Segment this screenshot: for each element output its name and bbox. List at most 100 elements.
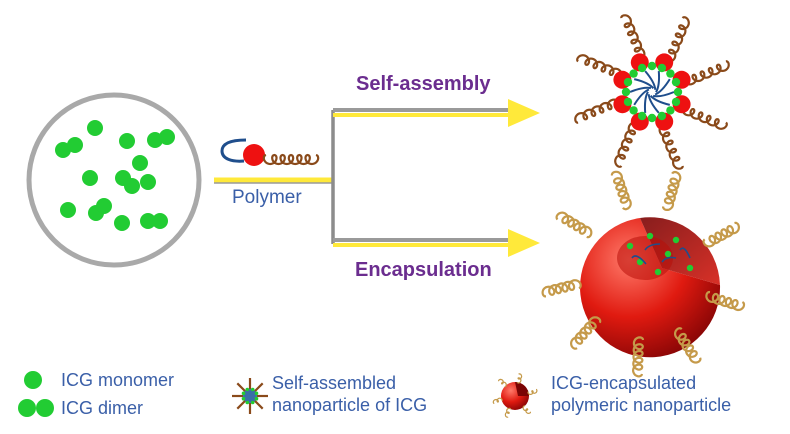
legend-self-core [243, 389, 257, 403]
np-icg [666, 106, 675, 115]
icg-solution-circle [26, 92, 202, 268]
np-icg [621, 87, 631, 97]
encap-coil [569, 316, 602, 350]
legend-encap-coil [497, 378, 507, 388]
encap-icg-dot [664, 250, 672, 258]
icg-monomer [119, 133, 135, 149]
legend-self-assembled-line1: Self-assembled [272, 373, 397, 393]
legend-encap-coil [516, 373, 523, 384]
sphere-cutaway [640, 217, 720, 285]
np-icg [673, 87, 683, 97]
legend-encap-coil [492, 397, 503, 404]
legend-encapsulated-icon [492, 373, 538, 418]
legend-monomer-icon [24, 371, 42, 389]
encap-coil [555, 211, 593, 239]
np-coil [681, 104, 728, 130]
np-icg [637, 63, 647, 73]
polymer-coil [262, 153, 320, 166]
np-icg [671, 77, 681, 87]
encap-strand [644, 243, 661, 251]
encap-icg-dot [626, 242, 634, 250]
encapsulated-icg [626, 232, 694, 276]
legend-self-icg [241, 391, 246, 396]
legend-encapsulated-label: ICG-encapsulated polymeric nanoparticle [551, 372, 731, 416]
np-icg [637, 111, 647, 121]
icg-dimer [147, 129, 175, 148]
icg-monomer [114, 215, 130, 231]
np-icg [647, 113, 657, 123]
legend-self-assembled-line2: nanoparticle of ICG [272, 395, 428, 415]
encap-icg-dot [646, 232, 654, 240]
np-icg [671, 97, 681, 107]
encapsulation-label: Encapsulation [355, 259, 492, 281]
encap-coil [541, 279, 582, 298]
legend-self-assembled-label: Self-assembled nanoparticle of ICG [272, 372, 427, 416]
legend-monomer-label: ICG monomer [61, 370, 175, 390]
np-icg [629, 69, 638, 78]
arrow-bottom [508, 229, 540, 257]
np-hydrophobic-strand [633, 88, 650, 106]
np-hydrophobic-strand [652, 91, 675, 98]
icg-molecules [55, 120, 175, 231]
legend-self-icg [250, 387, 255, 392]
np-icg [657, 111, 667, 121]
np-icg [647, 61, 657, 71]
np-hydrophobic-strand [655, 71, 661, 93]
np-hydrophobic-strand [633, 78, 655, 89]
encap-strand [679, 247, 691, 259]
icg-dimer [88, 198, 112, 221]
np-hydrophobic-strand [647, 94, 660, 114]
icg-monomer [60, 202, 76, 218]
np-coil [683, 60, 730, 86]
icg-dimer [140, 213, 168, 229]
legend-self-icg [250, 400, 255, 405]
encap-coil [610, 170, 632, 211]
legend-dimer-label: ICG dimer [61, 398, 144, 418]
np-coil [658, 123, 684, 170]
encap-coil [631, 336, 645, 378]
icg-dimer [115, 170, 140, 194]
legend-self-spoke [254, 382, 264, 392]
self-assembly-label: Self-assembly [356, 73, 491, 95]
legend-encapsulated-line2: polymeric nanoparticle [551, 395, 732, 415]
encap-icg-dot [672, 236, 680, 244]
encap-icg-dot [654, 268, 662, 276]
np-icg [623, 97, 633, 107]
np-hydrophobic-strand [654, 78, 671, 96]
np-icg [629, 106, 638, 115]
np-hydrophobic-strand [643, 91, 649, 113]
icg-monomer [132, 155, 148, 171]
icg-dimer [55, 137, 83, 158]
legend-self-icg [254, 396, 259, 401]
legend-self-icg [241, 396, 246, 401]
legend-encap-coil [504, 407, 512, 418]
np-coil [614, 121, 640, 168]
self-assembled-nanoparticle [574, 14, 730, 170]
encap-strand [631, 255, 647, 265]
legend-encapsulated-line1: ICG-encapsulated [551, 373, 697, 393]
sphere-shell [580, 218, 721, 358]
np-coil [664, 16, 690, 63]
polymer-head [243, 144, 265, 166]
icg-monomer [140, 174, 156, 190]
legend-self-spoke [236, 400, 246, 410]
legend-self-spoke [254, 400, 264, 410]
legend-self-icg [254, 391, 259, 396]
icg-monomer [87, 120, 103, 136]
polymer-hydrophobic-tail [220, 138, 247, 163]
np-coil [576, 54, 623, 80]
encap-strand [661, 256, 677, 263]
np-icg [666, 69, 675, 78]
np-coil [574, 98, 621, 124]
legend-graphics [18, 371, 538, 418]
arrow-top [508, 99, 540, 127]
legend-self-icg [245, 400, 250, 405]
encap-icg-dot [686, 264, 694, 272]
encap-coil [705, 290, 746, 312]
legend-self-spoke [236, 382, 246, 392]
legend-self-icg [245, 387, 250, 392]
encap-coil [702, 221, 741, 248]
np-hydrophobic-strand [649, 95, 671, 106]
branch-lines [214, 99, 540, 257]
